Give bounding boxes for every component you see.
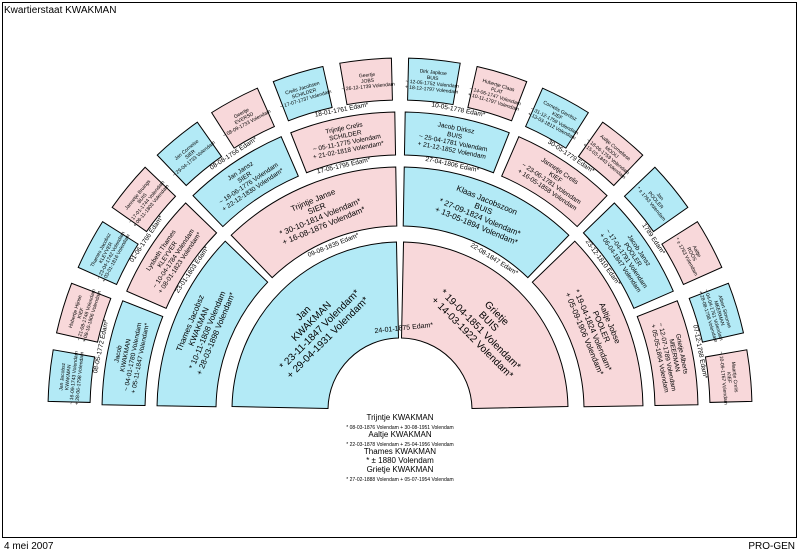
person-box-p8 xyxy=(101,300,164,407)
person-box-p3 xyxy=(400,241,569,410)
person-line: BUIS xyxy=(427,75,440,82)
person-line: ~ 26-12-1739 Volendam xyxy=(341,81,395,92)
person-box-p20 xyxy=(156,121,223,187)
person-line: ~ 16-09-1743 Volendam xyxy=(69,351,80,405)
person-line: Maartje Crelis xyxy=(730,361,739,393)
person-box-p30 xyxy=(688,282,745,343)
person-line: KIEF xyxy=(77,307,86,319)
person-line: Jan Jacobsz xyxy=(58,362,67,391)
person-box-p22 xyxy=(272,65,333,122)
print-date: 4 mei 2007 xyxy=(4,541,54,552)
person-box-p6 xyxy=(402,166,570,279)
person-line: Geertje xyxy=(359,72,376,80)
person-box-p16 xyxy=(47,349,96,403)
person-box-p12 xyxy=(403,111,510,174)
person-box-p2 xyxy=(231,241,400,410)
root-child-line: Aaltje KWAKMAN xyxy=(368,430,431,439)
person-box-p25 xyxy=(467,65,528,122)
person-box-p15 xyxy=(636,300,699,407)
person-box-p11 xyxy=(290,111,397,174)
root-child-line: * 27-02-1888 Volendam + 05-07-1954 Volen… xyxy=(346,477,453,483)
chart-title: Kwartierstaat KWAKMAN xyxy=(4,5,117,16)
person-line: KIEF xyxy=(725,372,732,384)
person-line: Jacob xyxy=(113,344,123,363)
root-child-line: * 08-03-1876 Volendam + 30-08-1951 Volen… xyxy=(346,425,453,431)
person-line: Aaltje xyxy=(691,245,702,259)
person-line: ~ 10-09-1767 Volendam xyxy=(717,351,728,405)
root-child-line: Grietje KWAKMAN xyxy=(367,465,434,474)
person-box-p31 xyxy=(704,349,753,403)
person-box-p9 xyxy=(126,202,218,309)
generator-label: PRO-GEN xyxy=(748,541,795,552)
person-line: Dirk Japikse xyxy=(419,68,447,77)
person-line: KIEF xyxy=(551,111,564,122)
person-box-p5 xyxy=(230,166,398,279)
person-box-p17 xyxy=(55,282,112,343)
person-box-p24 xyxy=(407,57,461,106)
person-line: ~ 12-05-1752 Volendam xyxy=(405,79,459,90)
person-box-p26 xyxy=(524,87,590,149)
root-child-line: * ± 1880 Volendam xyxy=(366,456,434,465)
person-box-p10 xyxy=(192,136,299,228)
person-box-p13 xyxy=(501,136,608,228)
person-box-p28 xyxy=(623,166,689,233)
person-line: KWAKMAN xyxy=(64,364,73,391)
person-box-p23 xyxy=(339,57,393,106)
person-box-p19 xyxy=(111,166,177,233)
person-box-p4 xyxy=(156,240,269,408)
person-box-p7 xyxy=(531,240,644,408)
person-line: JOBS xyxy=(361,78,375,85)
person-box-p14 xyxy=(582,202,674,309)
root-child-line: * 22-03-1878 Volendam + 25-04-1956 Volen… xyxy=(346,442,453,448)
person-box-p29 xyxy=(661,220,723,286)
person-line: PLAT xyxy=(490,87,503,96)
person-line: Jan xyxy=(655,192,665,202)
person-line: BUIS xyxy=(446,131,463,141)
root-child-line: Thames KWAKMAN xyxy=(364,447,436,456)
person-line: + 28-06-1798 Volendam xyxy=(74,352,85,406)
person-box-p18 xyxy=(77,220,139,286)
person-box-p27 xyxy=(577,121,644,187)
person-line: + 18-12-1797 Volendam xyxy=(405,84,459,95)
root-child-line: Trijntje KWAKMAN xyxy=(367,413,434,422)
person-box-p21 xyxy=(210,87,276,149)
chart-frame xyxy=(2,2,797,538)
